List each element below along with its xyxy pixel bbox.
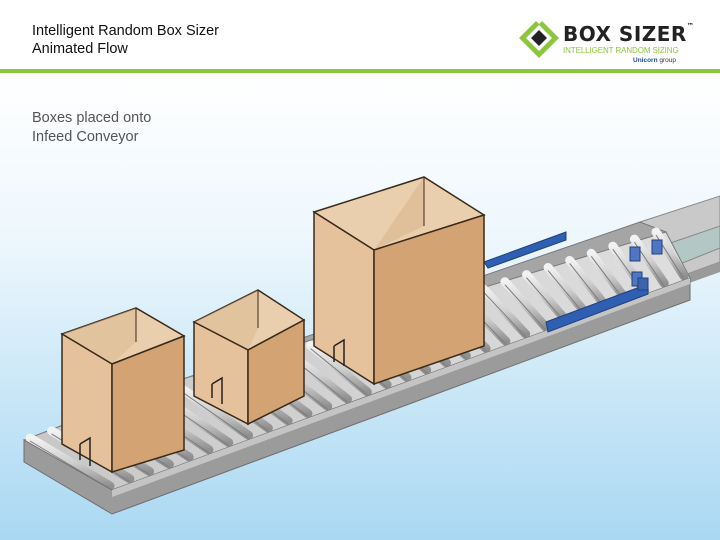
diamond-logo-icon — [519, 16, 559, 58]
step-caption-line2: Infeed Conveyor — [32, 129, 139, 145]
conveyor-roller-shadow — [590, 256, 626, 302]
logo-group-mark: Unicorn group — [633, 57, 676, 64]
conveyor-roller — [586, 248, 630, 303]
header-bar: Intelligent Random Box Sizer Animated Fl… — [0, 0, 720, 70]
logo-tagline: INTELLIGENT RANDOM SIZING — [563, 46, 679, 55]
conveyor-roller — [565, 255, 610, 310]
conveyor-roller — [629, 234, 669, 288]
infeed-conveyor — [22, 221, 691, 515]
conveyor-roller — [306, 341, 372, 397]
step-caption: Boxes placed onto Infeed Conveyor — [32, 109, 232, 147]
conveyor-roller — [500, 277, 550, 332]
box-sizer-logo: BOX SIZER™ INTELLIGENT RANDOM SIZING Uni… — [515, 14, 705, 70]
conveyor-roller-shadow — [482, 291, 527, 338]
medium-box — [192, 289, 306, 426]
conveyor-roller — [521, 270, 570, 324]
small-box — [60, 307, 186, 474]
guide-rail-back — [483, 231, 567, 269]
conveyor-roller-shadow — [569, 263, 606, 309]
conveyor-roller-shadow — [526, 277, 566, 323]
page-subtitle: Animated Flow — [32, 41, 128, 57]
conveyor-roller-shadow — [547, 270, 586, 316]
page-title: Intelligent Random Box Sizer — [32, 23, 219, 39]
conveyor-roller — [543, 263, 590, 317]
guide-rail-front — [545, 283, 649, 333]
conveyor-roller — [176, 383, 254, 440]
conveyor-roller-shadow — [180, 390, 249, 439]
sensor-blocks — [629, 239, 663, 291]
conveyor-roller — [478, 284, 531, 339]
step-caption-line1: Boxes placed onto — [32, 110, 152, 126]
logo-wordmark: BOX SIZER™ — [563, 22, 695, 46]
header-divider — [0, 69, 720, 73]
conveyor-roller — [25, 433, 115, 491]
large-box — [312, 176, 486, 386]
conveyor-roller-shadow — [310, 348, 368, 396]
conveyor-roller — [651, 227, 689, 281]
conveyor-roller-shadow — [504, 284, 546, 331]
